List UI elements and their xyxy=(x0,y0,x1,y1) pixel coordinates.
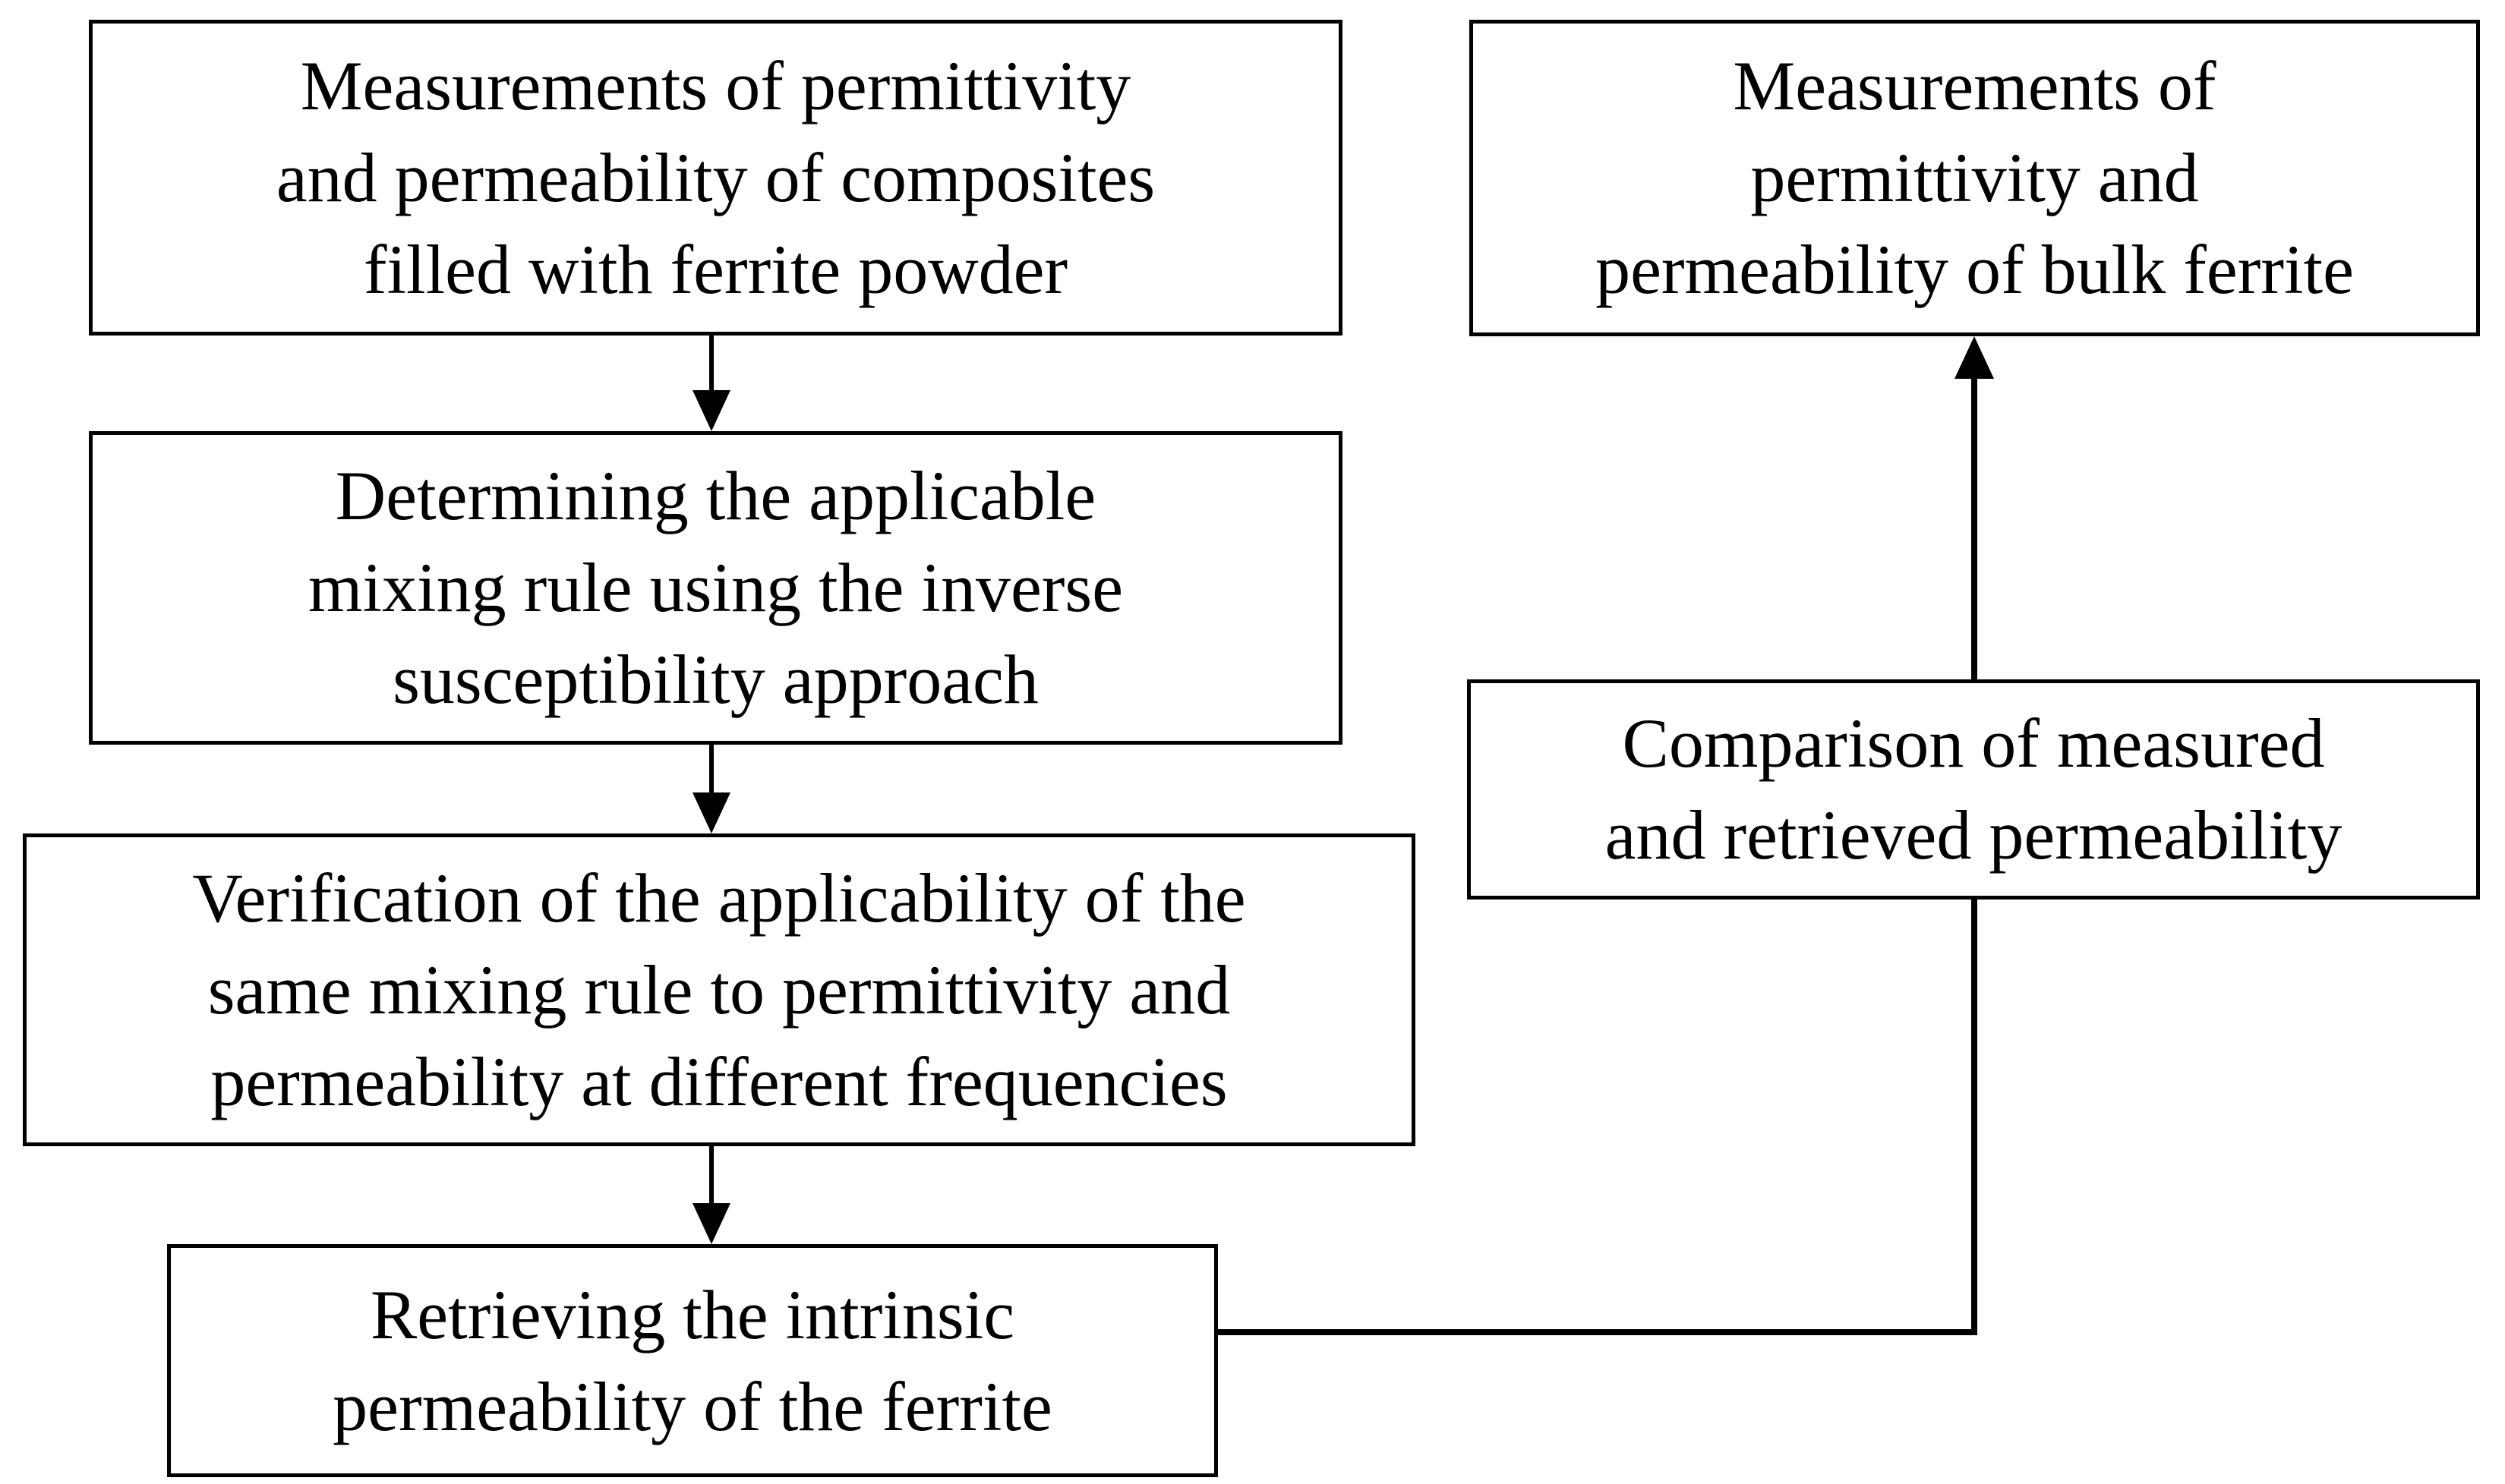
node-text-line: Comparison of measured xyxy=(1622,704,2325,782)
node-text-line: mixing rule using the inverse xyxy=(308,549,1124,626)
arrow-down-2-line xyxy=(709,745,714,796)
node-mixing-rule: Determining the applicable mixing rule u… xyxy=(89,431,1342,745)
node-verification: Verification of the applicability of the… xyxy=(23,833,1415,1146)
node-text-line: permeability of the ferrite xyxy=(333,1367,1052,1445)
node-text-line: Measurements of permittivity xyxy=(300,46,1131,124)
node-bulk-ferrite-measurements: Measurements of permittivity and permeab… xyxy=(1469,20,2480,336)
node-text-line: Determining the applicable xyxy=(335,457,1096,534)
arrow-up-head-icon xyxy=(1954,336,1994,379)
arrow-down-1-line xyxy=(709,336,714,393)
arrow-down-3-head-icon xyxy=(693,1203,730,1244)
arrow-down-3-line xyxy=(709,1146,714,1206)
node-text-line: permeability of bulk ferrite xyxy=(1595,231,2354,308)
node-text-line: filled with ferrite powder xyxy=(363,230,1068,308)
node-text-line: Measurements of xyxy=(1733,47,2216,124)
node-text-line: Retrieving the intrinsic xyxy=(370,1275,1015,1353)
arrow-down-1-head-icon xyxy=(693,390,730,431)
node-text-line: Verification of the applicability of the xyxy=(192,859,1246,937)
node-composites-measurements: Measurements of permittivity and permeab… xyxy=(89,20,1342,336)
node-comparison: Comparison of measured and retrieved per… xyxy=(1467,679,2480,900)
arrow-down-2-head-icon xyxy=(693,792,730,833)
node-text-line: and permeability of composites xyxy=(276,138,1156,216)
node-text-line: susceptibility approach xyxy=(393,641,1039,718)
node-retrieving-permeability: Retrieving the intrinsic permeability of… xyxy=(167,1244,1218,1477)
node-text-line: same mixing rule to permittivity and xyxy=(207,950,1231,1029)
connector-horizontal-line xyxy=(1215,1329,1977,1335)
node-text-line: permeability at different frequencies xyxy=(210,1042,1228,1120)
node-text-line: and retrieved permeability xyxy=(1604,796,2343,874)
node-text-line: permittivity and xyxy=(1750,139,2199,216)
